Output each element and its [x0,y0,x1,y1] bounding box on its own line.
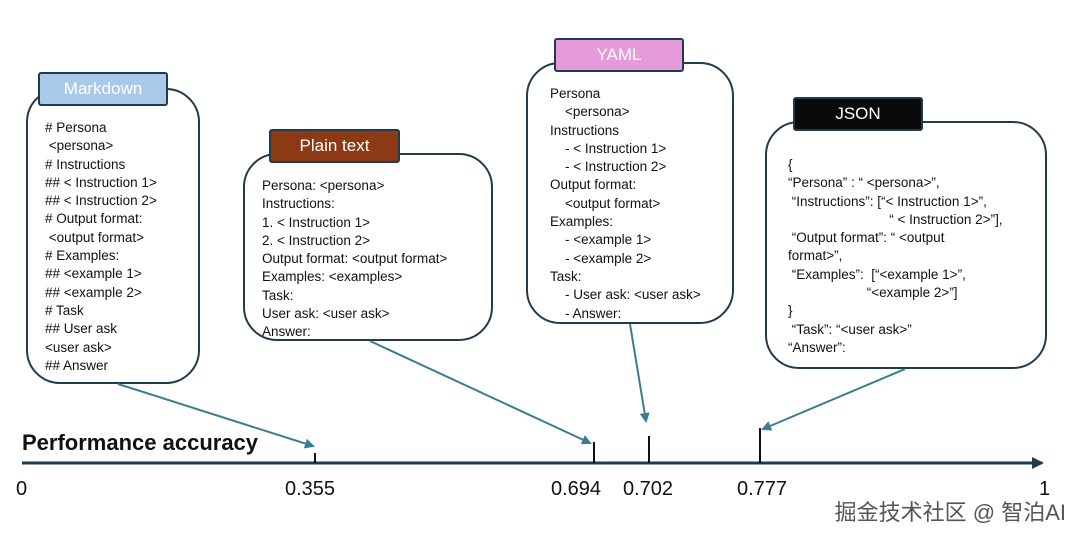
content-line: ## <example 2> [45,284,142,300]
content-line: Output format: <output format> [262,251,448,267]
content-line: Examples: <examples> [262,269,403,285]
content-line: # Examples: [45,248,120,264]
content-line: } [788,303,793,319]
content-line: Instructions: [262,196,335,212]
content-line: Answer: [262,324,311,340]
tick-label-0.777: 0.777 [737,478,788,500]
content-line: <output format> [45,229,145,245]
content-line: # Instructions [45,156,126,172]
content-line: <user ask> [45,339,112,355]
content-line: “Instructions”: [“< Instruction 1>”, [788,193,987,209]
content-line: 1. < Instruction 1> [262,214,371,230]
markdown-box: # Persona <persona> # Instructions ## < In… [26,88,200,384]
content-line: Output format: [550,177,637,193]
yaml-label: YAML [554,38,684,72]
watermark: 掘金技术社区 @ 智泊AI [834,500,1066,525]
tick-label-0.355: 0.355 [285,478,336,500]
content-line: “Answer”: [788,339,846,355]
content-line: “ < Instruction 2>”], [788,211,1003,227]
content-line: Task: [262,287,294,303]
json-box: { “Persona” : “ <persona>”, “Instructions… [765,121,1047,369]
plain-text-box: Persona: <persona> Instructions: 1. < Inst… [243,153,493,341]
yaml-content: Persona <persona> Instructions - < Instru… [550,85,701,323]
plain-text-content: Persona: <persona> Instructions: 1. < Inst… [262,177,447,342]
content-line: Instructions [550,122,620,138]
content-line: <persona> [45,138,114,154]
arrow-json [761,368,906,431]
content-line: # Persona [45,120,107,135]
content-line: - User ask: <user ask> [550,287,701,303]
content-line: ## Answer [45,357,109,373]
content-line: “Persona” : “ <persona>”, [788,175,940,191]
content-line: “<example 2>”] [788,285,958,301]
axis-start-label: 0 [16,478,28,500]
content-line: format>”, [788,248,843,264]
content-line: Persona [550,86,601,101]
content-line: # Output format: [45,211,143,227]
axis-title: Performance accuracy [22,430,259,455]
content-line: Task: [550,268,582,284]
json-content: { “Persona” : “ <persona>”, “Instructions… [788,156,1003,357]
yaml-box: Persona <persona> Instructions - < Instru… [526,62,734,324]
content-line: - < Instruction 2> [550,159,667,175]
markdown-content: # Persona <persona> # Instructions ## < In… [45,119,157,375]
plain-text-label: Plain text [269,129,400,163]
content-line: ## < Instruction 1> [45,174,157,190]
content-line: Persona: <persona> [262,178,385,193]
markdown-label: Markdown [38,72,168,106]
content-line: - <example 1> [550,232,652,248]
arrow-yaml [629,323,650,423]
content-line: 2. < Instruction 2> [262,232,371,248]
json-label: JSON [793,97,923,131]
tick-label-0.702: 0.702 [623,478,674,500]
content-line: ## < Instruction 2> [45,193,157,209]
content-line: # Task [45,302,84,318]
arrow-plain-text [369,340,592,445]
content-line: <persona> [550,104,630,120]
content-line: “Task”: “<user ask>” [788,321,912,337]
content-line: - <example 2> [550,250,652,266]
content-line: User ask: <user ask> [262,306,390,322]
content-line: - < Instruction 1> [550,140,667,156]
content-line: - Answer: [550,305,622,321]
axis-end-label: 1 [1039,478,1051,500]
content-line: ## User ask [45,321,118,337]
arrow-markdown [117,383,315,449]
content-line: “Examples”: [“<example 1>”, [788,266,966,282]
content-line: ## <example 1> [45,266,142,282]
content-line: <output format> [550,195,661,211]
content-line: “Output format”: “ <output [788,230,945,246]
content-line: Examples: [550,214,614,230]
tick-label-0.694: 0.694 [551,478,602,500]
content-line: { [788,157,793,172]
